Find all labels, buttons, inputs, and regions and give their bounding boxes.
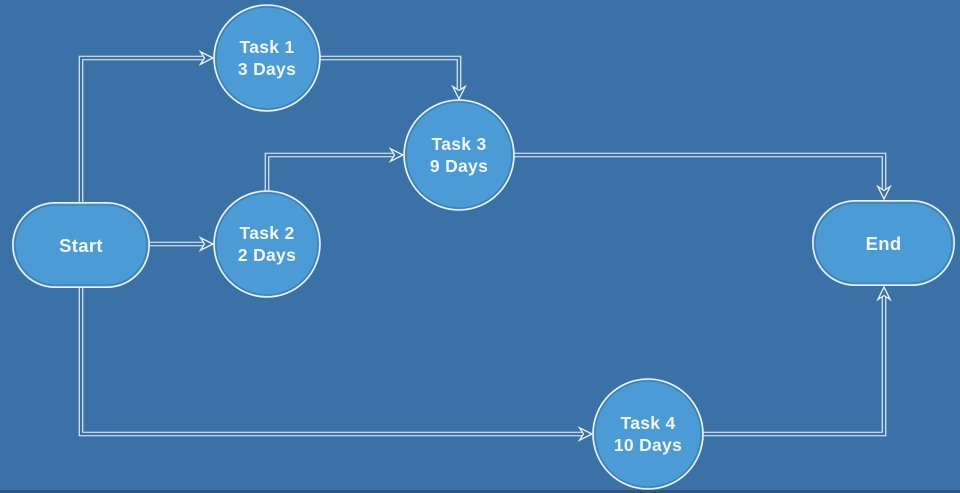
arrowhead-into-end-top (876, 184, 892, 201)
task4-inner-ring (594, 380, 702, 488)
edge-start-task1-inner (79, 56, 204, 202)
arrowhead-into-task4 (577, 426, 594, 442)
edge-start-task4 (78, 287, 583, 437)
task2-duration: 2 Days (238, 245, 296, 265)
start-label: Start (59, 235, 103, 256)
edge-task1-task3-inner (319, 56, 461, 90)
edge-task3-end (513, 152, 887, 190)
task3-duration: 9 Days (430, 156, 488, 176)
task1-duration: 3 Days (238, 59, 296, 79)
edge-task4-end-inner (702, 297, 886, 436)
edge-task4-end (702, 297, 887, 437)
arrowhead-into-task3-left (388, 147, 405, 163)
arrowhead-into-task3-top (451, 84, 467, 101)
arrowheads (198, 50, 892, 442)
end-label: End (866, 233, 902, 254)
edge-task2-task3 (264, 152, 394, 192)
edge-task3-end-inner (513, 153, 886, 190)
end-inner-ring (814, 202, 953, 284)
edges (78, 55, 887, 437)
arrowhead-into-task1 (198, 50, 215, 66)
task1-inner-ring (215, 6, 319, 110)
task2-label: Task 2 (240, 223, 295, 243)
task4-shape (592, 378, 704, 490)
arrowhead-into-end-bottom (876, 285, 892, 302)
task3-inner-ring (405, 101, 513, 209)
start-inner-ring (14, 204, 148, 286)
node-task3: Task 3 9 Days (403, 99, 515, 211)
task4-label: Task 4 (621, 413, 676, 433)
task1-label: Task 1 (240, 37, 295, 57)
task1-shape (213, 4, 321, 112)
node-start: Start (12, 202, 150, 289)
edge-start-task4-inner (79, 287, 583, 436)
edge-task2-task3-inner (265, 153, 394, 192)
task2-inner-ring (215, 192, 319, 296)
edge-task1-task3 (319, 55, 462, 90)
edge-start-task1 (78, 55, 204, 202)
node-task1: Task 1 3 Days (213, 4, 321, 112)
start-shape (12, 202, 150, 289)
task2-shape (213, 190, 321, 298)
arrowhead-into-task2 (198, 236, 215, 252)
end-shape (811, 200, 955, 287)
node-task4: Task 4 10 Days (592, 378, 704, 490)
task3-shape (403, 99, 515, 211)
task4-duration: 10 Days (614, 435, 682, 455)
node-task2: Task 2 2 Days (213, 190, 321, 298)
node-end: End (811, 200, 955, 287)
task3-label: Task 3 (432, 134, 487, 154)
